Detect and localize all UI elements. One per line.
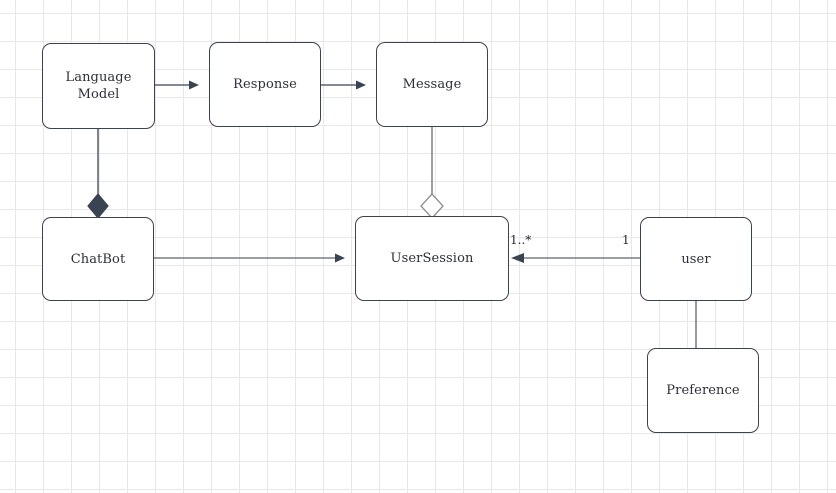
node-label: Preference — [666, 383, 740, 398]
node-user-session[interactable]: UserSession — [355, 216, 509, 301]
edge-user-to-user-session[interactable] — [511, 253, 640, 263]
edge-language-model-to-chatbot[interactable] — [87, 129, 109, 219]
composition-diamond-icon — [87, 193, 109, 219]
node-preference[interactable]: Preference — [647, 348, 759, 433]
edge-message-to-user-session[interactable] — [420, 127, 444, 219]
arrowhead-icon — [356, 80, 366, 90]
node-label: Response — [233, 77, 297, 92]
node-chatbot[interactable]: ChatBot — [42, 217, 154, 301]
multiplicity-label-one: 1 — [622, 233, 630, 247]
node-label: Language Model — [65, 70, 132, 102]
edge-response-to-message[interactable] — [321, 80, 366, 90]
node-response[interactable]: Response — [209, 42, 321, 127]
node-label: ChatBot — [70, 251, 126, 267]
node-message[interactable]: Message — [376, 42, 488, 127]
aggregation-diamond-icon — [420, 193, 444, 219]
arrowhead-icon — [189, 80, 199, 90]
node-user[interactable]: user — [640, 217, 752, 301]
node-language-model[interactable]: Language Model — [42, 43, 155, 129]
node-label: Message — [402, 77, 462, 92]
arrowhead-icon — [511, 253, 524, 263]
edge-language-model-to-response[interactable] — [155, 80, 199, 90]
node-label: UserSession — [390, 251, 474, 266]
edge-chatbot-to-user-session[interactable] — [154, 253, 345, 263]
node-label: user — [681, 251, 711, 267]
arrowhead-icon — [335, 253, 345, 263]
multiplicity-label-many: 1..* — [510, 233, 532, 247]
